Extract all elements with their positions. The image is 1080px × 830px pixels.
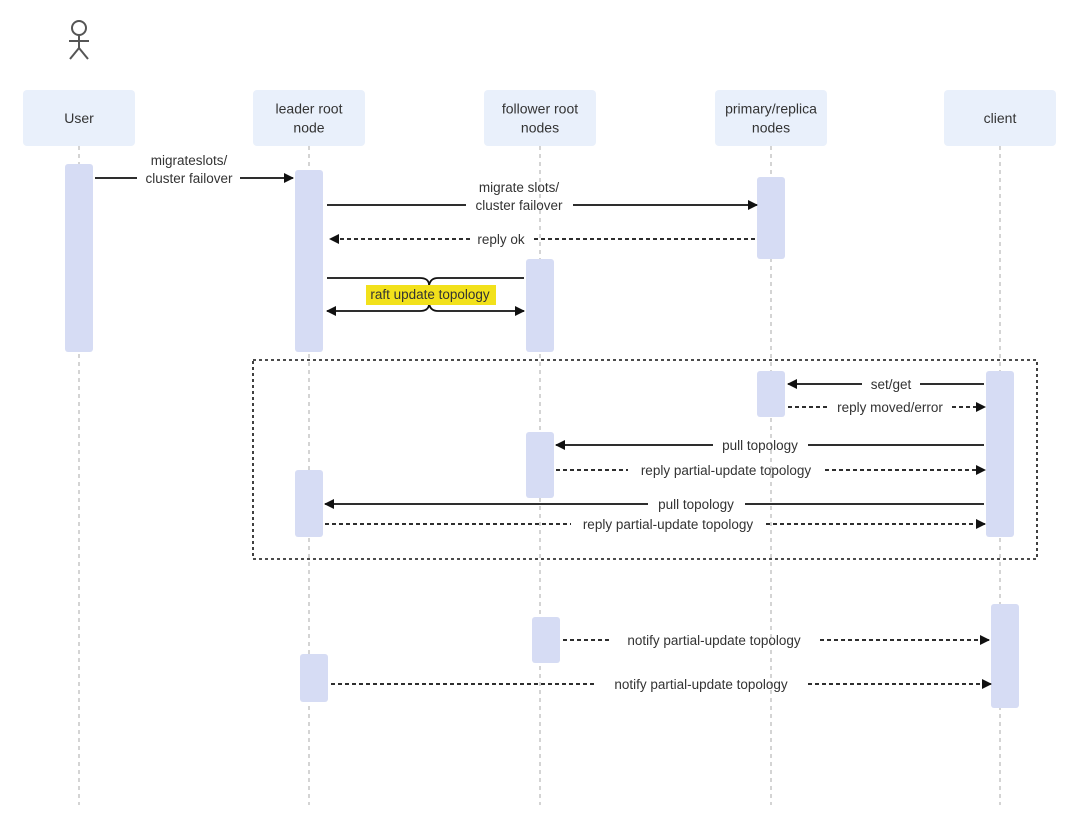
activation-bars (65, 164, 1019, 708)
message-label-notify-1: notify partial-update topology (627, 633, 801, 648)
participant-label-user: User (64, 110, 94, 126)
activation-bar-follower (532, 617, 560, 663)
message-label-pull-topology-2: pull topology (658, 497, 734, 512)
participant-box-client (944, 90, 1056, 146)
activation-bar-primary (757, 371, 785, 417)
participant-label-primary: nodes (752, 120, 790, 136)
participant-label-follower: nodes (521, 120, 559, 136)
participant-box-primary (715, 90, 827, 146)
message-label-reply-partial-2: reply partial-update topology (583, 517, 754, 532)
message-label-migrate-slots: cluster failover (475, 198, 563, 213)
participant-box-follower (484, 90, 596, 146)
activation-bar-client (991, 604, 1019, 708)
activation-bar-user (65, 164, 93, 352)
activation-bar-primary (757, 177, 785, 259)
arrow-raft-update-top (327, 277, 524, 287)
message-label-reply-ok: reply ok (477, 232, 525, 247)
activation-bar-client (986, 371, 1014, 537)
message-label-raft-update: raft update topology (370, 287, 490, 302)
activation-bar-leader (295, 470, 323, 537)
message-label-migrate-slots: migrate slots/ (479, 180, 560, 195)
message-label-migrateslots: migrateslots/ (151, 153, 228, 168)
participant-label-client: client (984, 110, 1017, 126)
loop-fragment-frame (252, 359, 1038, 560)
message-labels: migrateslots/cluster failover migrate slo… (145, 153, 943, 692)
participant-label-leader: node (293, 120, 324, 136)
message-arrows (95, 173, 992, 689)
activation-bar-follower (526, 259, 554, 352)
participant-headers: User leader root node follower root nodes pri… (23, 90, 1056, 146)
participant-label-follower: follower root (502, 101, 578, 117)
participant-label-primary: primary/replica (725, 101, 817, 117)
message-label-set-get: set/get (871, 377, 912, 392)
message-label-reply-moved: reply moved/error (837, 400, 943, 415)
message-label-pull-topology-1: pull topology (722, 438, 798, 453)
activation-bar-follower (526, 432, 554, 498)
message-label-notify-2: notify partial-update topology (614, 677, 788, 692)
message-label-migrateslots: cluster failover (145, 171, 233, 186)
label-highlight-raft-update (366, 285, 496, 305)
participant-box-user (23, 90, 135, 146)
participant-box-leader (253, 90, 365, 146)
activation-bar-leader (295, 170, 323, 352)
user-actor-icon (69, 20, 89, 60)
activation-bar-leader (300, 654, 328, 702)
participant-label-leader: leader root (276, 101, 343, 117)
message-label-reply-partial-1: reply partial-update topology (641, 463, 812, 478)
